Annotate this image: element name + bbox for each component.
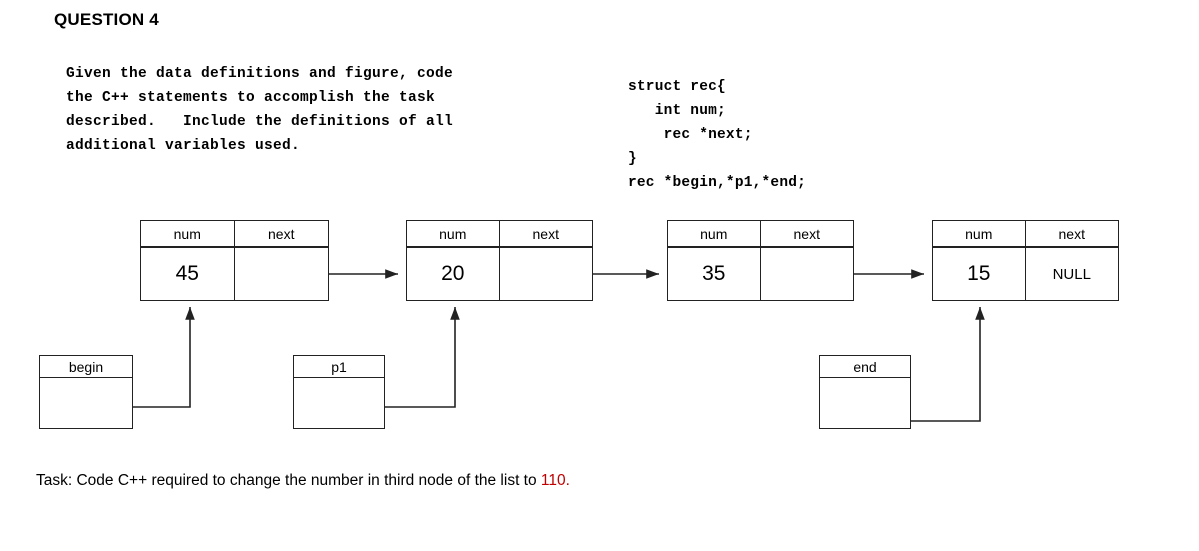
pointer-label-p1: p1 [294, 356, 384, 378]
arrow-end-to-node4 [911, 307, 985, 422]
instructions-text: Given the data definitions and figure, c… [66, 66, 454, 154]
node-4-next-value: NULL [1052, 265, 1091, 283]
node-4-num-value: 15 [933, 248, 1026, 300]
pointer-label-end: end [820, 356, 910, 378]
task-statement: Task: Code C++ required to change the nu… [36, 472, 570, 490]
node-1-header-num: num [141, 221, 235, 246]
node-2-next-value [500, 248, 593, 300]
node-4-header: num next [932, 220, 1119, 247]
struct-definition-code: struct rec{ int num; rec *next; } rec *b… [628, 79, 807, 191]
node-3-num-value: 35 [668, 248, 761, 300]
node-1-next-value [235, 248, 329, 300]
arrow-begin-to-node1 [133, 307, 195, 408]
arrow-p1-to-node2 [385, 307, 460, 408]
task-statement-text: Task: Code C++ required to change the nu… [36, 472, 541, 489]
pointer-slot-end [820, 378, 910, 428]
node-3-header-next: next [793, 225, 820, 242]
node-3-next-value [761, 248, 854, 300]
node-4-body: 15 NULL [932, 247, 1119, 301]
node-2-header-next: next [532, 225, 559, 242]
pointer-slot-begin [40, 378, 132, 428]
node-2-header-num: num [407, 221, 500, 246]
node-3-body: 35 [667, 247, 854, 301]
page-title: QUESTION 4 [54, 10, 159, 29]
task-statement-value: 110. [540, 472, 570, 489]
pointer-box-p1: p1 [293, 355, 385, 429]
node-1-body: 45 [140, 247, 329, 301]
node-1-header: num next [140, 220, 329, 247]
node-3-header: num next [667, 220, 854, 247]
node-1-header-next: next [268, 225, 295, 242]
node-1-num-value: 45 [141, 248, 235, 300]
pointer-box-begin: begin [39, 355, 133, 429]
node-4-header-num: num [933, 221, 1026, 246]
node-2-num-value: 20 [407, 248, 500, 300]
node-2-body: 20 [406, 247, 593, 301]
node-2-header: num next [406, 220, 593, 247]
node-3-header-num: num [668, 221, 761, 246]
pointer-slot-p1 [294, 378, 384, 428]
pointer-label-begin: begin [40, 356, 132, 378]
node-4-header-next: next [1058, 225, 1085, 242]
pointer-box-end: end [819, 355, 911, 429]
